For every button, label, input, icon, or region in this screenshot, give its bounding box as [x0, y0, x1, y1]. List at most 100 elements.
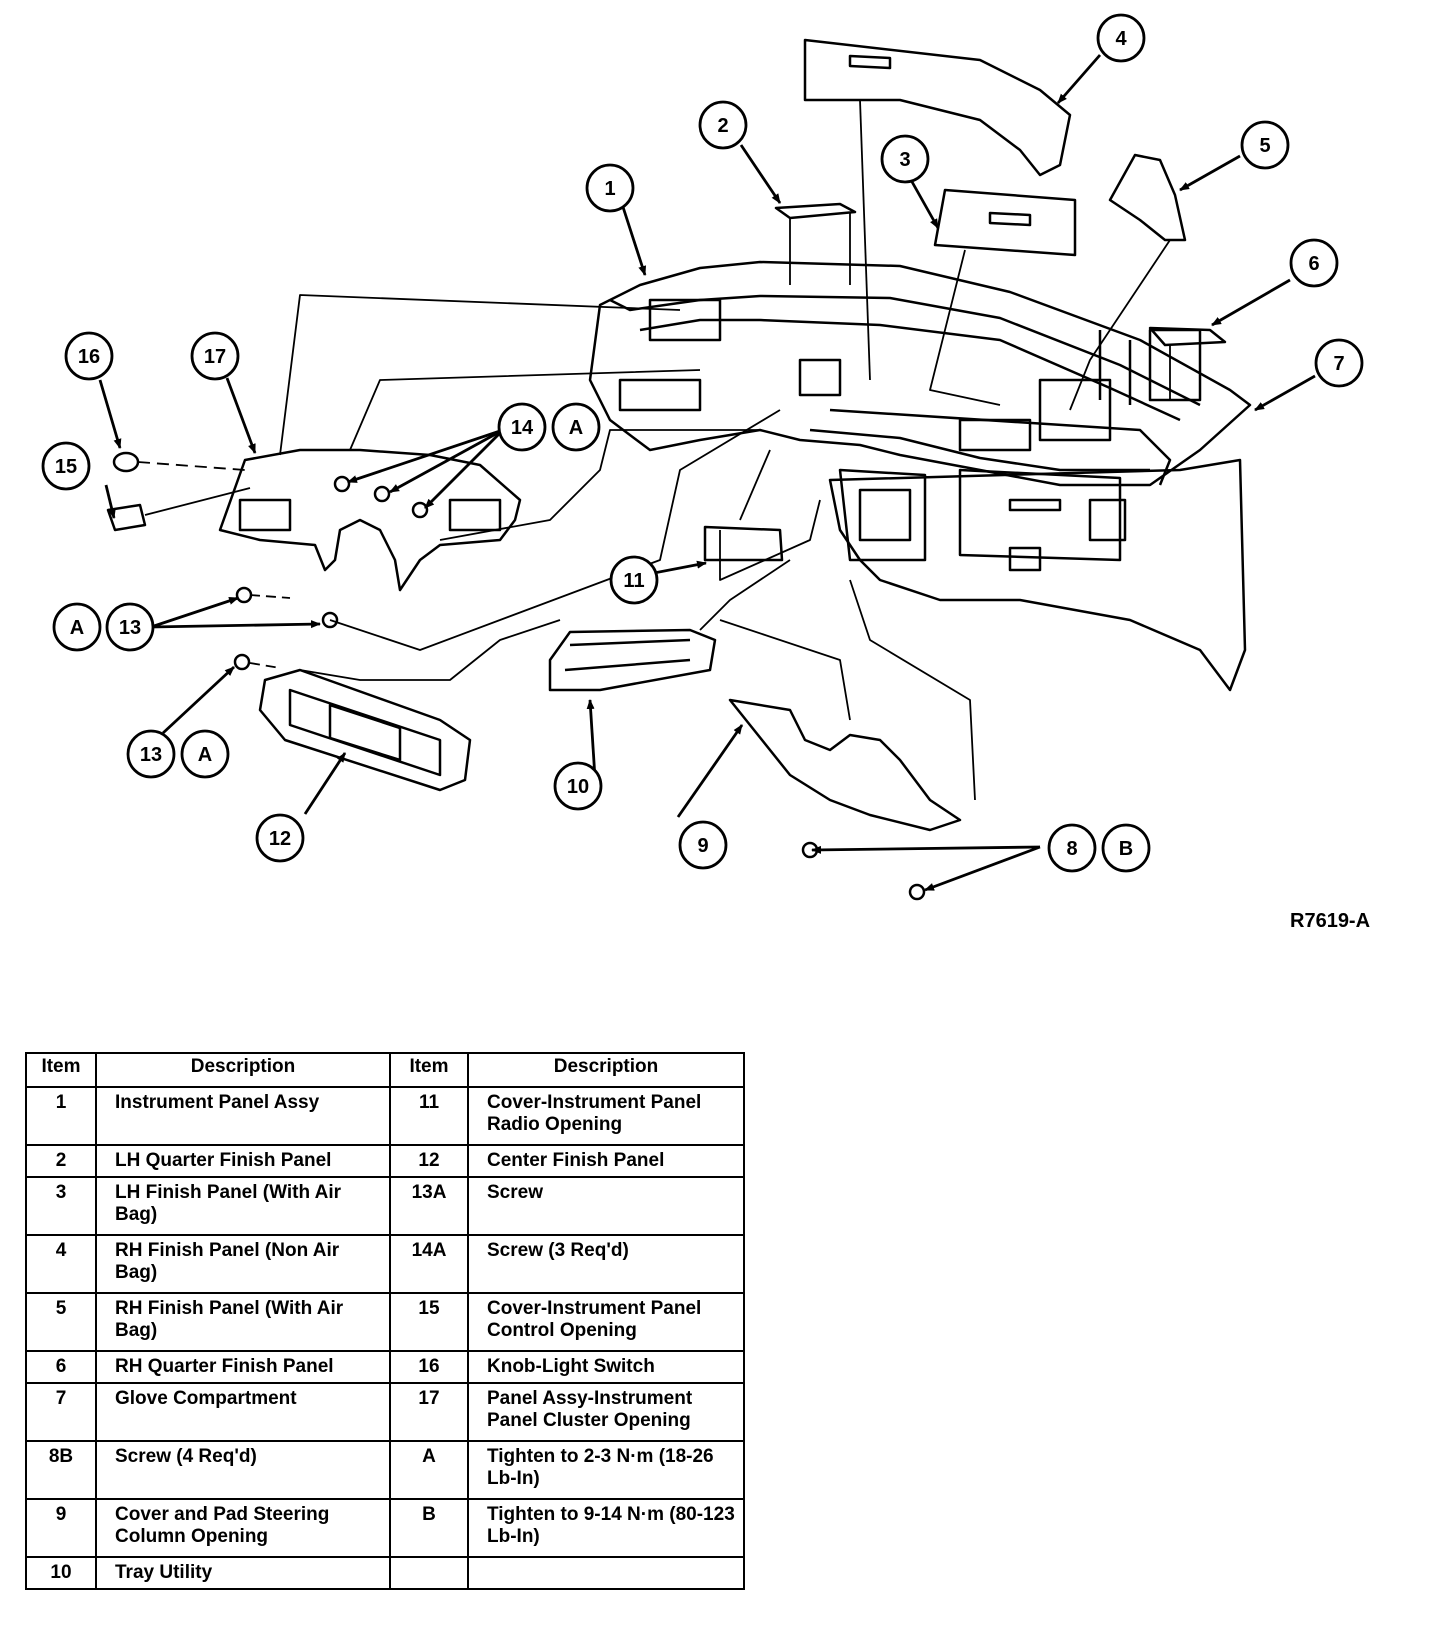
row-description	[467, 1556, 745, 1590]
row-item: 6	[25, 1350, 97, 1384]
callout-label: 16	[78, 346, 100, 368]
figure-code: R7619-A	[1290, 910, 1371, 932]
row-description: RH Finish Panel (Non Air Bag)	[95, 1234, 391, 1294]
callout-B: B	[1101, 823, 1151, 873]
instrument-panel-assy	[588, 260, 1252, 487]
row-description: Screw (4 Req'd)	[95, 1440, 391, 1500]
screw-14a-1	[333, 475, 351, 493]
rh-finish-panel-non-air-bag	[803, 38, 1072, 177]
callout-12: 12	[255, 813, 305, 863]
center-finish-panel	[258, 668, 472, 792]
callout-9: 9	[678, 820, 728, 870]
callout-7: 7	[1314, 338, 1364, 388]
row-item: 8B	[25, 1440, 97, 1500]
callout-15: 15	[41, 441, 91, 491]
callout-17: 17	[190, 331, 240, 381]
row-item: 11	[389, 1086, 469, 1146]
row-item: 7	[25, 1382, 97, 1442]
screw-14a-2	[373, 485, 391, 503]
row-item: 9	[25, 1498, 97, 1558]
row-item: 5	[25, 1292, 97, 1352]
screw-13a-1	[235, 586, 253, 604]
row-item: A	[389, 1440, 469, 1500]
callout-A-lower: A	[180, 729, 230, 779]
callout-label: B	[1119, 838, 1133, 860]
callout-label: 3	[899, 149, 910, 171]
row-description: RH Quarter Finish Panel	[95, 1350, 391, 1384]
knob-light-switch	[112, 451, 140, 473]
row-description: Cover and Pad Steering Column Opening	[95, 1498, 391, 1558]
callout-label: 4	[1115, 28, 1127, 50]
callout-label: 7	[1333, 353, 1344, 375]
row-item: 13A	[389, 1176, 469, 1236]
screw-14a-3	[411, 501, 429, 519]
screw-13a-2	[321, 611, 339, 629]
header-item: Item	[25, 1052, 97, 1088]
callout-4: 4	[1096, 13, 1146, 63]
row-description: Instrument Panel Assy	[95, 1086, 391, 1146]
row-item: 16	[389, 1350, 469, 1384]
callout-label: 13	[119, 617, 141, 639]
callout-6: 6	[1289, 238, 1339, 288]
row-description: Center Finish Panel	[467, 1144, 745, 1178]
header-item: Item	[389, 1052, 469, 1088]
screw-13a-3	[233, 653, 251, 671]
callout-label: 8	[1066, 838, 1077, 860]
row-item: B	[389, 1498, 469, 1558]
callout-label: 17	[204, 346, 226, 368]
rh-quarter-finish-panel	[1148, 326, 1227, 347]
cover-radio-opening	[703, 525, 784, 562]
callout-label: 2	[717, 115, 728, 137]
callout-5: 5	[1240, 120, 1290, 170]
table-header-row: Item Description Item Description	[25, 1052, 745, 1088]
callout-label: A	[198, 744, 212, 766]
row-description: Screw (3 Req'd)	[467, 1234, 745, 1294]
row-description: Cover-Instrument Panel Radio Opening	[467, 1086, 745, 1146]
row-item: 17	[389, 1382, 469, 1442]
row-item: 2	[25, 1144, 97, 1178]
callout-label: 5	[1259, 135, 1270, 157]
callout-label: 15	[55, 456, 77, 478]
callout-label: 14	[511, 417, 534, 439]
callout-label: 11	[623, 570, 644, 592]
row-item: 4	[25, 1234, 97, 1294]
row-description: Panel Assy-Instrument Panel Cluster Open…	[467, 1382, 745, 1442]
row-description: RH Finish Panel (With Air Bag)	[95, 1292, 391, 1352]
row-item: 1	[25, 1086, 97, 1146]
callout-label: 9	[697, 835, 708, 857]
exploded-view-diagram: 1 2 3 4 5 6 7 8 B 9 10 11 12 13 A 13 A 1…	[41, 13, 1364, 901]
row-description: Tighten to 2-3 N·m (18-26 Lb-In)	[467, 1440, 745, 1500]
row-item: 14A	[389, 1234, 469, 1294]
callout-label: A	[70, 617, 84, 639]
row-description: Tray Utility	[95, 1556, 391, 1590]
rh-finish-panel-with-air-bag	[1108, 153, 1187, 242]
row-description: LH Quarter Finish Panel	[95, 1144, 391, 1178]
callout-3: 3	[880, 134, 930, 184]
callout-label: 13	[140, 744, 162, 766]
callout-16: 16	[64, 331, 114, 381]
panel-assy-cluster-opening	[218, 448, 522, 592]
lh-quarter-finish-panel	[774, 202, 857, 220]
row-description: LH Finish Panel (With Air Bag)	[95, 1176, 391, 1236]
callout-8: 8	[1047, 823, 1097, 873]
row-description: Cover-Instrument Panel Control Opening	[467, 1292, 745, 1352]
callout-1: 1	[585, 163, 635, 213]
row-item: 10	[25, 1556, 97, 1590]
callout-11: 11	[609, 555, 659, 605]
header-description: Description	[95, 1052, 391, 1088]
callout-13-lower: 13	[126, 729, 176, 779]
row-item: 3	[25, 1176, 97, 1236]
screw-8b-2	[908, 883, 926, 901]
callout-label: 10	[567, 776, 589, 798]
callout-A-top: A	[551, 402, 601, 452]
callout-A-left: A	[52, 602, 102, 652]
callout-label: 6	[1308, 253, 1319, 275]
callout-label: A	[569, 417, 583, 439]
